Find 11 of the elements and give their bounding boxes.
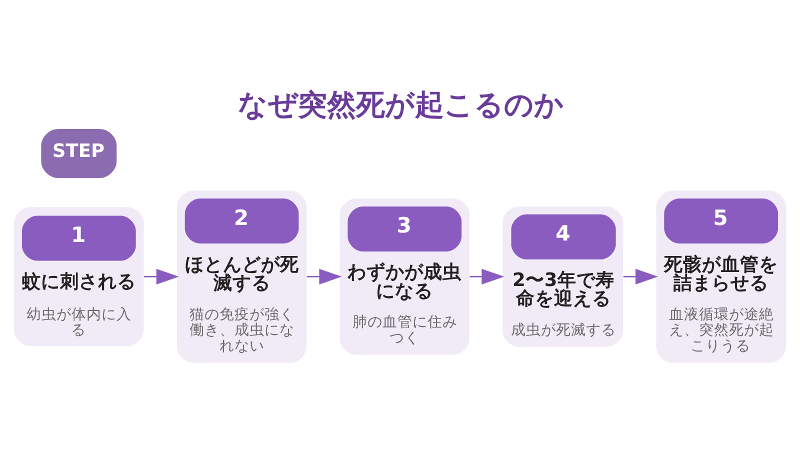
arrow	[623, 268, 658, 285]
node-box: 5 死骸が血管を詰まらせる 血液循環が途絶え、突然死が起こりうる	[656, 190, 786, 363]
arrow	[144, 268, 179, 285]
node-box: 3 わずかが成虫になる 肺の血管に住みつく	[340, 198, 470, 355]
node-box: 2 ほとんどが死滅する 猫の免疫が強く働き、成虫になれない	[176, 190, 307, 363]
arrow	[470, 268, 504, 285]
node-box: 1 蚊に刺される 幼虫が体内に入る	[14, 207, 144, 346]
diagram-title: なぜ突然死が起こるのか	[238, 88, 564, 122]
arrow	[306, 268, 342, 285]
node-box: 4 2〜3年で寿命を迎える 成虫が死滅する	[502, 206, 624, 347]
label: STEP	[52, 141, 105, 162]
